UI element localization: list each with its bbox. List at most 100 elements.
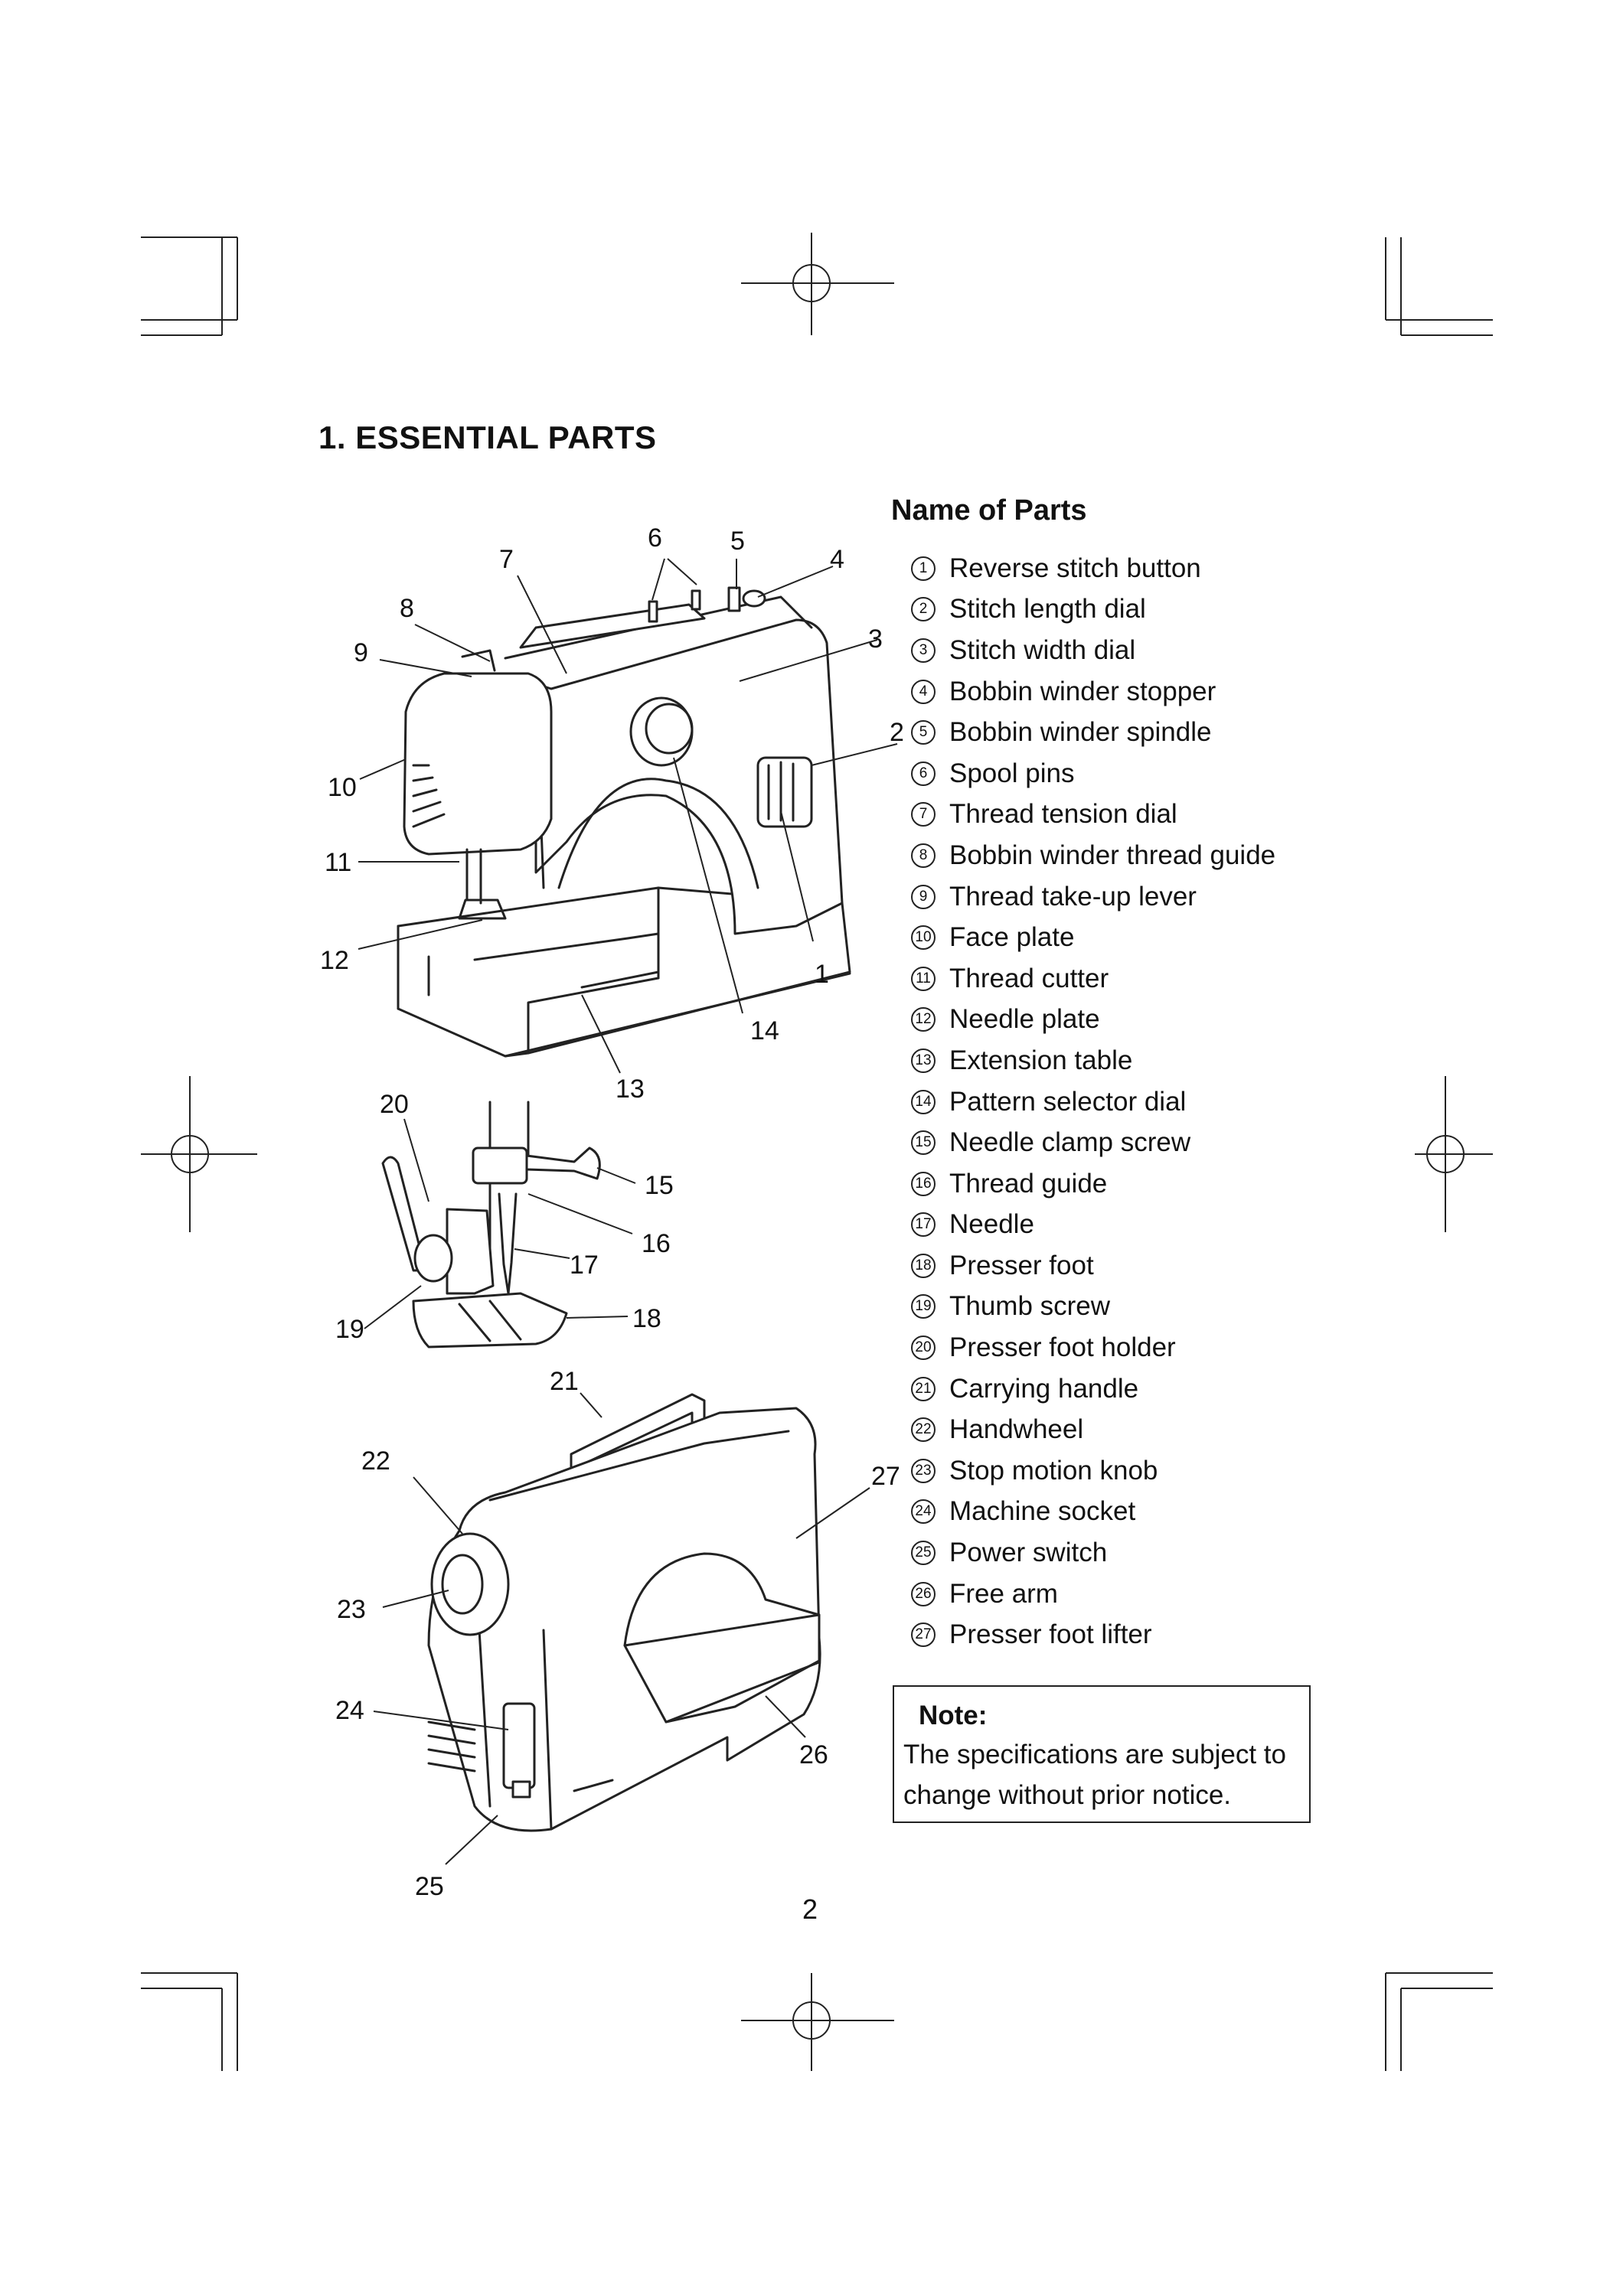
page-title: 1. ESSENTIAL PARTS xyxy=(318,419,657,455)
item-number: 27 xyxy=(911,1623,936,1648)
item-label: Stitch length dial xyxy=(949,594,1146,625)
list-item: 27 Presser foot lifter xyxy=(911,1614,1275,1655)
callout-14: 14 xyxy=(750,1016,779,1045)
item-number: 12 xyxy=(911,1007,936,1032)
item-number: 10 xyxy=(911,925,936,951)
callout-6: 6 xyxy=(648,523,662,553)
item-number: 24 xyxy=(911,1499,936,1525)
callout-17: 17 xyxy=(570,1251,599,1280)
callout-26: 26 xyxy=(799,1740,828,1769)
list-item: 17 Needle xyxy=(911,1205,1275,1246)
callout-19: 19 xyxy=(335,1315,364,1344)
item-label: Free arm xyxy=(949,1578,1058,1609)
item-label: Bobbin winder spindle xyxy=(949,717,1212,748)
callout-3: 3 xyxy=(868,625,883,654)
item-label: Thumb screw xyxy=(949,1291,1111,1322)
item-label: Stitch width dial xyxy=(949,634,1136,665)
item-label: Extension table xyxy=(949,1045,1133,1075)
list-item: 9 Thread take-up lever xyxy=(911,876,1275,918)
list-item: 13 Extension table xyxy=(911,1040,1275,1081)
item-label: Carrying handle xyxy=(949,1373,1139,1404)
list-item: 3 Stitch width dial xyxy=(911,630,1275,671)
callout-24: 24 xyxy=(335,1696,364,1725)
item-label: Face plate xyxy=(949,922,1075,953)
item-number: 6 xyxy=(911,761,936,786)
callout-12: 12 xyxy=(320,946,349,975)
item-label: Thread guide xyxy=(949,1168,1108,1199)
note-title: Note: xyxy=(919,1701,988,1730)
list-item: 24 Machine socket xyxy=(911,1492,1275,1533)
callout-20: 20 xyxy=(380,1090,409,1119)
item-label: Thread tension dial xyxy=(949,799,1177,830)
callout-18: 18 xyxy=(632,1304,661,1333)
item-number: 22 xyxy=(911,1417,936,1443)
item-label: Machine socket xyxy=(949,1496,1136,1527)
item-number: 17 xyxy=(911,1212,936,1238)
item-label: Needle plate xyxy=(949,1004,1100,1035)
callout-10: 10 xyxy=(328,773,357,802)
callout-27: 27 xyxy=(871,1462,900,1491)
callout-4: 4 xyxy=(830,545,844,574)
page-number: 2 xyxy=(802,1893,818,1925)
item-label: Needle xyxy=(949,1209,1034,1240)
callout-16: 16 xyxy=(642,1229,671,1258)
item-number: 3 xyxy=(911,638,936,663)
item-number: 18 xyxy=(911,1253,936,1278)
item-number: 23 xyxy=(911,1458,936,1483)
list-item: 12 Needle plate xyxy=(911,1000,1275,1041)
callout-22: 22 xyxy=(361,1446,390,1476)
item-number: 9 xyxy=(911,884,936,909)
callout-7: 7 xyxy=(499,545,514,574)
list-item: 8 Bobbin winder thread guide xyxy=(911,835,1275,876)
list-item: 11 Thread cutter xyxy=(911,958,1275,1000)
list-item: 21 Carrying handle xyxy=(911,1368,1275,1410)
item-label: Thread take-up lever xyxy=(949,881,1197,912)
list-item: 19 Thumb screw xyxy=(911,1287,1275,1328)
item-number: 11 xyxy=(911,966,936,991)
callout-5: 5 xyxy=(730,527,745,556)
item-number: 5 xyxy=(911,720,936,745)
list-item: 4 Bobbin winder stopper xyxy=(911,671,1275,713)
callout-8: 8 xyxy=(400,594,414,623)
item-label: Bobbin winder thread guide xyxy=(949,840,1276,870)
item-number: 19 xyxy=(911,1294,936,1319)
note-line-2: change without prior notice. xyxy=(903,1780,1232,1810)
item-number: 21 xyxy=(911,1376,936,1401)
callout-11: 11 xyxy=(325,848,351,877)
item-label: Presser foot xyxy=(949,1250,1094,1280)
parts-heading: Name of Parts xyxy=(891,494,1087,527)
item-label: Spool pins xyxy=(949,758,1075,788)
list-item: 22 Handwheel xyxy=(911,1409,1275,1450)
item-label: Reverse stitch button xyxy=(949,553,1201,583)
machine-front-illustration xyxy=(358,558,898,1074)
callout-9: 9 xyxy=(354,638,368,667)
item-number: 8 xyxy=(911,843,936,868)
item-label: Handwheel xyxy=(949,1414,1084,1445)
item-label: Pattern selector dial xyxy=(949,1086,1187,1117)
item-number: 4 xyxy=(911,679,936,704)
item-label: Bobbin winder stopper xyxy=(949,676,1216,706)
note-line-1: The specifications are subject to xyxy=(903,1740,1286,1769)
item-label: Presser foot lifter xyxy=(949,1619,1152,1650)
item-number: 15 xyxy=(911,1130,936,1156)
callout-25: 25 xyxy=(415,1872,444,1901)
presser-foot-illustration xyxy=(364,1101,636,1349)
callout-21: 21 xyxy=(550,1367,579,1396)
item-number: 26 xyxy=(911,1581,936,1606)
callout-13: 13 xyxy=(616,1075,645,1104)
item-label: Needle clamp screw xyxy=(949,1127,1191,1158)
machine-side-illustration xyxy=(373,1392,870,1865)
item-label: Thread cutter xyxy=(949,963,1109,993)
item-number: 13 xyxy=(911,1048,936,1073)
item-number: 2 xyxy=(911,597,936,622)
list-item: 6 Spool pins xyxy=(911,753,1275,794)
note-box: Note: The specifications are subject to … xyxy=(893,1685,1311,1823)
